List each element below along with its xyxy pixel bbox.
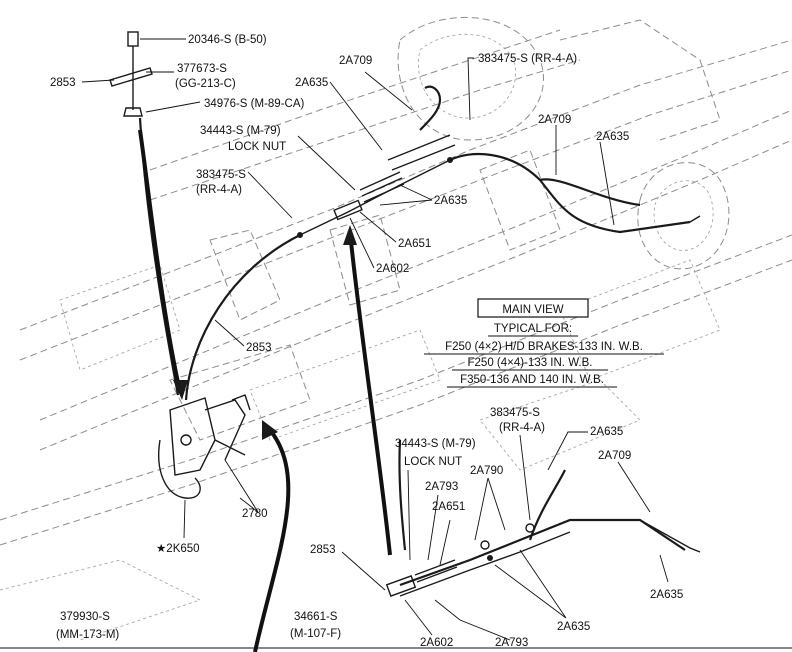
main-view-legend: MAIN VIEW TYPICAL FOR: F250 (4×2) H/D BR… [424, 298, 664, 388]
label-2a790: 2A790 [470, 465, 503, 477]
equalizer-assembly-lower [385, 523, 535, 597]
lower-rod [399, 531, 571, 597]
part-labels: 20346-S (B-50) 2853 377673-S (GG-213-C) … [50, 34, 683, 649]
brake-cables [184, 85, 701, 597]
label-34976-s: 34976-S (M-89-CA) [204, 98, 305, 110]
label-2a602-top: 2A602 [376, 263, 409, 275]
legend-subtitle: TYPICAL FOR: [494, 323, 572, 335]
label-gg-213-c: (GG-213-C) [175, 78, 236, 90]
label-383475-s-mid: 383475-S [196, 169, 246, 181]
label-rr-4-a-lower: (RR-4-A) [499, 422, 545, 434]
label-2a635-lower-mid: 2A635 [557, 621, 590, 633]
label-2a651-lower: 2A651 [432, 501, 465, 513]
label-2a635-mid: 2A635 [434, 195, 467, 207]
label-379930-s: 379930-S [60, 611, 110, 623]
label-377673-s: 377673-S [177, 63, 227, 75]
label-2853-lower: 2853 [310, 544, 336, 556]
label-2a709-top: 2A709 [339, 55, 372, 67]
label-2a635-lower-right: 2A635 [650, 589, 683, 601]
legend-line-1: F250 (4×2) H/D BRAKES-133 IN. W.B. [445, 341, 643, 353]
label-34443-s-lower: 34443-S (M-79) [395, 438, 476, 450]
legend-title: MAIN VIEW [502, 304, 563, 316]
legend-title-box [477, 298, 589, 318]
legend-line-2: F250 (4×4)-133 IN. W.B. [468, 357, 593, 369]
label-2a793-lower: 2A793 [495, 637, 528, 649]
callout-arrows [138, 129, 392, 652]
label-2a651-top: 2A651 [398, 238, 431, 250]
equalizer-assembly-upper [297, 157, 453, 238]
label-m-107-f: (M-107-F) [290, 628, 341, 640]
equalizer-rod-upper [299, 159, 451, 236]
rear-cable-detail [539, 178, 641, 207]
rear-cable-left-2A709 [419, 85, 442, 131]
label-34443-s-top: 34443-S (M-79) [200, 125, 281, 137]
label-2a635-right: 2A635 [596, 131, 629, 143]
label-2a793-top: 2A793 [425, 481, 458, 493]
label-2a635-top: 2A635 [295, 77, 328, 89]
legend-line-3: F350-136 AND 140 IN. W.B. [460, 374, 604, 386]
vehicle-frame-sketch [0, 16, 792, 641]
label-2a709-right: 2A709 [538, 114, 571, 126]
lower-front-cable [398, 439, 407, 551]
label-2a602-lower: 2A602 [420, 637, 453, 649]
label-2a635-lower-top: 2A635 [590, 426, 623, 438]
label-20346-s: 20346-S (B-50) [188, 34, 267, 46]
label-mm-173-m: (MM-173-M) [56, 629, 119, 641]
label-lock-nut-lower: LOCK NUT [404, 456, 462, 468]
label-34661-s: 34661-S [294, 611, 338, 623]
label-2853-mid: 2853 [246, 342, 272, 354]
leader-lines [81, 38, 669, 641]
label-2780: 2780 [242, 508, 268, 520]
label-rr-4-a-mid: (RR-4-A) [196, 184, 242, 196]
label-383475-s-lower: 383475-S [490, 407, 540, 419]
parking-brake-control [158, 394, 251, 499]
front-cable-2853 [184, 234, 301, 401]
cable-housing-upper [387, 134, 456, 171]
rear-cable-right-2A635 [449, 152, 691, 234]
label-2a709-lower: 2A709 [598, 450, 631, 462]
lower-cable-2A709 [528, 469, 566, 541]
label-lock-nut-top: LOCK NUT [228, 141, 286, 153]
bolt-assembly [109, 31, 180, 396]
label-383475-s-top: 383475-S (RR-4-A) [478, 53, 577, 65]
label-2k650: ★2K650 [156, 543, 200, 555]
label-2853-top: 2853 [50, 77, 76, 89]
